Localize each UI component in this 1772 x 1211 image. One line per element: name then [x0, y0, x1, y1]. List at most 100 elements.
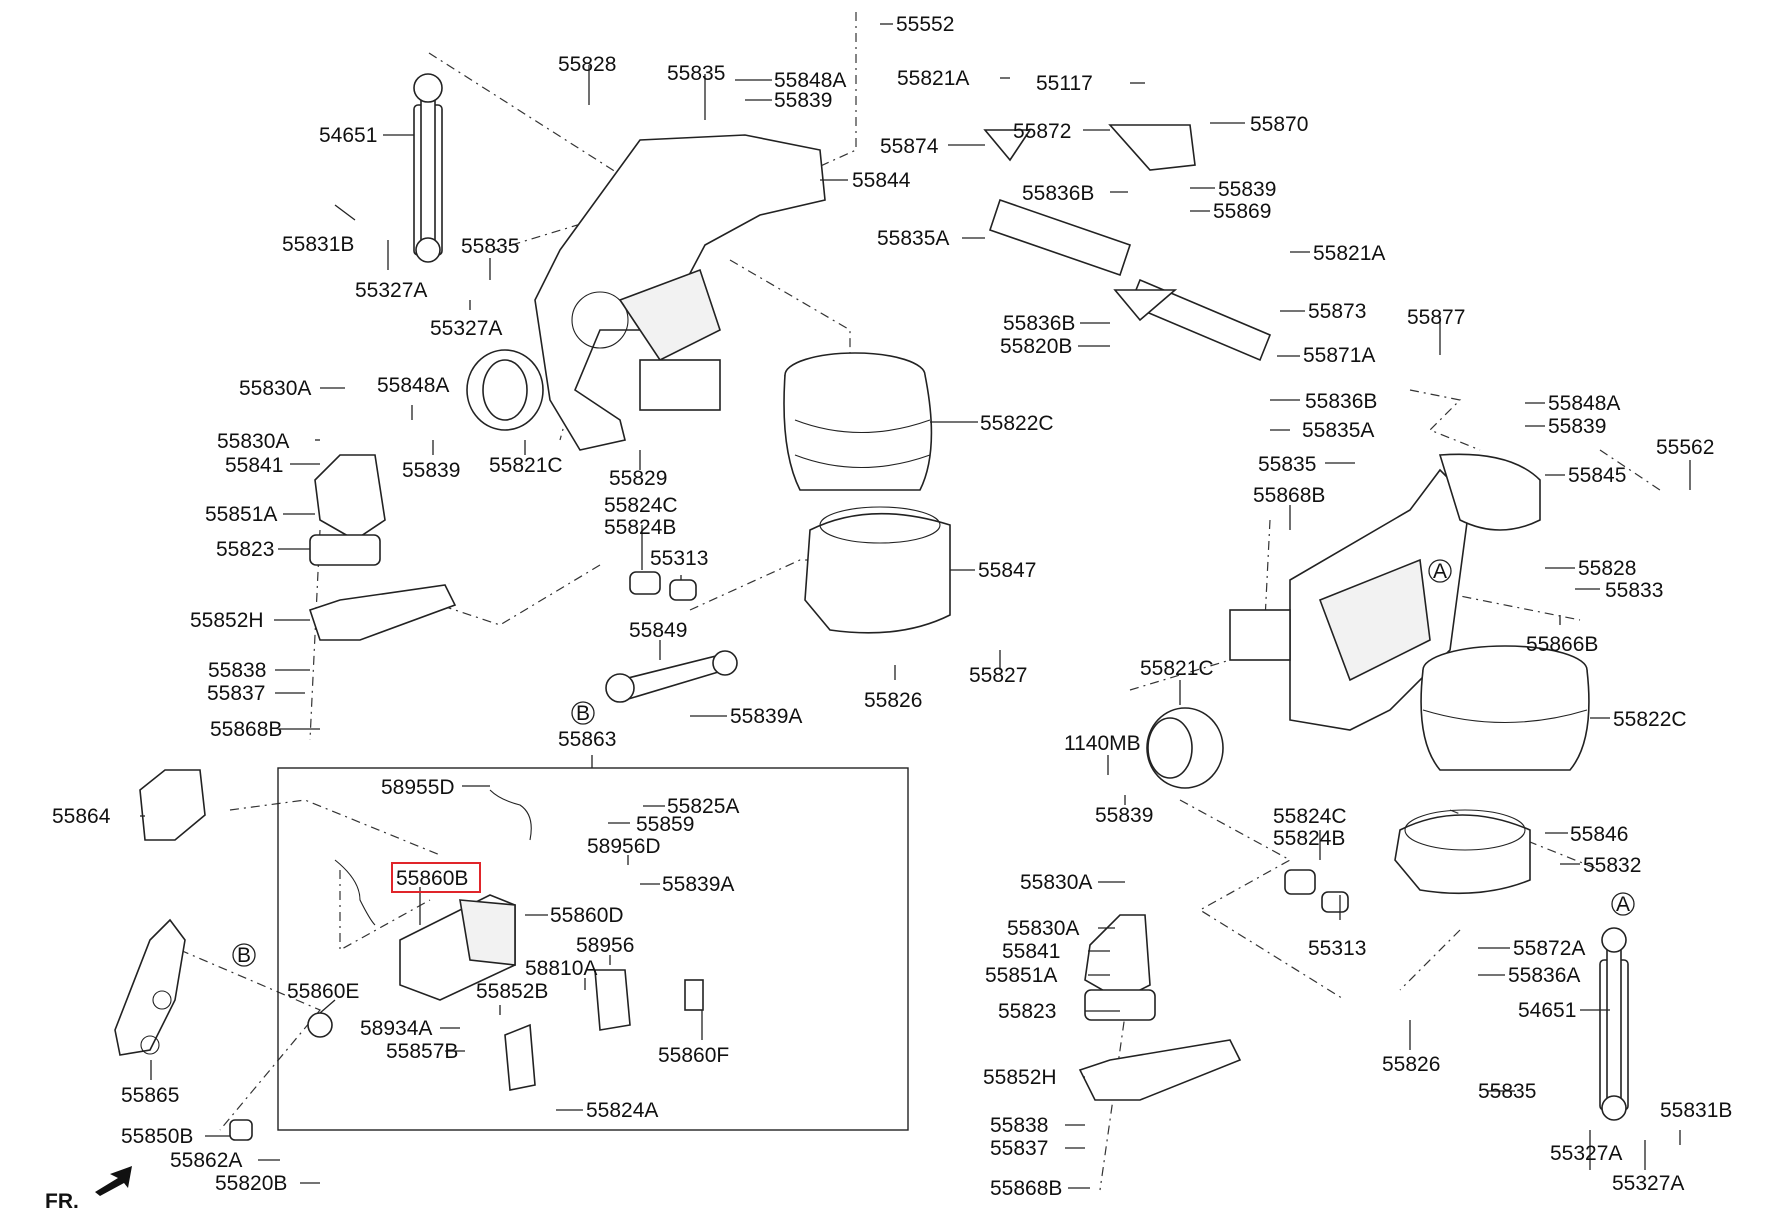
- part-label[interactable]: 58956: [576, 934, 634, 957]
- part-label[interactable]: 55839: [1218, 178, 1276, 201]
- part-label[interactable]: 55835: [1478, 1080, 1536, 1103]
- part-label[interactable]: 55859: [636, 813, 694, 836]
- part-label[interactable]: 55839: [1548, 415, 1606, 438]
- part-label[interactable]: 55824B: [604, 516, 676, 539]
- part-label[interactable]: 55327A: [1612, 1172, 1684, 1195]
- part-label[interactable]: 55863: [558, 728, 616, 751]
- part-label[interactable]: 55821C: [1140, 657, 1214, 680]
- part-label[interactable]: 55839: [1095, 804, 1153, 827]
- part-label[interactable]: 55826: [864, 689, 922, 712]
- part-label[interactable]: 55823: [216, 538, 274, 561]
- part-label[interactable]: 55839A: [662, 873, 734, 896]
- part-label[interactable]: 55821A: [1313, 242, 1385, 265]
- part-label[interactable]: 55832: [1583, 854, 1641, 877]
- part-label[interactable]: 55552: [896, 13, 954, 36]
- part-label[interactable]: 55865: [121, 1084, 179, 1107]
- part-label[interactable]: 55828: [1578, 557, 1636, 580]
- part-label[interactable]: 55830A: [217, 430, 289, 453]
- part-label[interactable]: 55873: [1308, 300, 1366, 323]
- part-label[interactable]: 55824C: [604, 494, 678, 517]
- part-label[interactable]: 55824A: [586, 1099, 658, 1122]
- part-label[interactable]: 55839: [402, 459, 460, 482]
- part-label[interactable]: 55868B: [210, 718, 282, 741]
- part-label[interactable]: 58810A: [525, 957, 597, 980]
- part-label[interactable]: 54651: [319, 124, 377, 147]
- part-label[interactable]: 55829: [609, 467, 667, 490]
- part-label[interactable]: 55857B: [386, 1040, 458, 1063]
- part-label[interactable]: 55821A: [897, 67, 969, 90]
- part-label[interactable]: 55830A: [239, 377, 311, 400]
- part-label[interactable]: 55830A: [1007, 917, 1079, 940]
- part-label[interactable]: 55824C: [1273, 805, 1347, 828]
- part-label[interactable]: 55835: [1258, 453, 1316, 476]
- part-label[interactable]: 55828: [558, 53, 616, 76]
- part-label[interactable]: 55849: [629, 619, 687, 642]
- part-label[interactable]: 55872A: [1513, 937, 1585, 960]
- part-label[interactable]: 55826: [1382, 1053, 1440, 1076]
- part-label[interactable]: 58934A: [360, 1017, 432, 1040]
- part-label[interactable]: 55831B: [282, 233, 354, 256]
- part-label[interactable]: 55830A: [1020, 871, 1092, 894]
- part-label[interactable]: 55871A: [1303, 344, 1375, 367]
- part-label[interactable]: 55327A: [355, 279, 427, 302]
- part-label[interactable]: 55822C: [980, 412, 1054, 435]
- part-label[interactable]: 55872: [1013, 120, 1071, 143]
- part-label[interactable]: 55848A: [377, 374, 449, 397]
- part-label[interactable]: 55836A: [1508, 964, 1580, 987]
- part-label[interactable]: 55836B: [1003, 312, 1075, 335]
- part-label[interactable]: 55824B: [1273, 827, 1345, 850]
- part-label[interactable]: 55117: [1036, 72, 1093, 95]
- part-label[interactable]: 55860D: [550, 904, 624, 927]
- part-label[interactable]: 55837: [990, 1137, 1048, 1160]
- part-label[interactable]: 55835: [461, 235, 519, 258]
- part-label[interactable]: 55833: [1605, 579, 1663, 602]
- part-label[interactable]: 55846: [1570, 823, 1628, 846]
- part-label[interactable]: 55862A: [170, 1149, 242, 1172]
- part-label[interactable]: 55866B: [1526, 633, 1598, 656]
- part-label[interactable]: 55825A: [667, 795, 739, 818]
- part-label[interactable]: 55851A: [985, 964, 1057, 987]
- part-label[interactable]: 55860E: [287, 980, 359, 1003]
- part-label[interactable]: 55835A: [1302, 419, 1374, 442]
- part-label[interactable]: 55844: [852, 169, 911, 192]
- part-label[interactable]: 55868B: [990, 1177, 1062, 1200]
- part-label[interactable]: 55836B: [1022, 182, 1094, 205]
- part-label[interactable]: 55327A: [430, 317, 502, 340]
- part-label[interactable]: 55848A: [774, 69, 846, 92]
- part-label[interactable]: 55841: [225, 454, 283, 477]
- part-label[interactable]: 55839: [774, 89, 832, 112]
- part-label[interactable]: 55848A: [1548, 392, 1620, 415]
- part-label[interactable]: 55845: [1568, 464, 1626, 487]
- part-label[interactable]: 55847: [978, 559, 1036, 582]
- part-label[interactable]: 55313: [650, 547, 708, 570]
- part-label[interactable]: 55831B: [1660, 1099, 1732, 1122]
- part-label[interactable]: 55877: [1407, 306, 1465, 329]
- part-label[interactable]: 55820B: [215, 1172, 287, 1195]
- part-label[interactable]: 55860F: [658, 1044, 729, 1067]
- part-label[interactable]: 55850B: [121, 1125, 193, 1148]
- part-label[interactable]: 55864: [52, 805, 111, 828]
- part-label-highlighted[interactable]: 55860B: [396, 867, 468, 890]
- part-label[interactable]: 55327A: [1550, 1142, 1622, 1165]
- part-label[interactable]: 54651: [1518, 999, 1576, 1022]
- part-label[interactable]: 55852B: [476, 980, 548, 1003]
- part-label[interactable]: 55836B: [1305, 390, 1377, 413]
- part-label[interactable]: 58956D: [587, 835, 661, 858]
- part-label[interactable]: 55839A: [730, 705, 802, 728]
- part-label[interactable]: 55821C: [489, 454, 563, 477]
- part-label[interactable]: 55874: [880, 135, 939, 158]
- part-label[interactable]: 55838: [208, 659, 266, 682]
- part-label[interactable]: 55869: [1213, 200, 1271, 223]
- part-label[interactable]: 55870: [1250, 113, 1308, 136]
- part-label[interactable]: 55851A: [205, 503, 277, 526]
- part-label[interactable]: 55838: [990, 1114, 1048, 1137]
- part-label[interactable]: 55852H: [190, 609, 264, 632]
- part-label[interactable]: 55835: [667, 62, 725, 85]
- part-label[interactable]: 55822C: [1613, 708, 1687, 731]
- part-label[interactable]: 55827: [969, 664, 1027, 687]
- part-label[interactable]: 55837: [207, 682, 265, 705]
- part-label[interactable]: 55820B: [1000, 335, 1072, 358]
- part-label[interactable]: 55841: [1002, 940, 1060, 963]
- part-label[interactable]: 55852H: [983, 1066, 1057, 1089]
- part-label[interactable]: 58955D: [381, 776, 455, 799]
